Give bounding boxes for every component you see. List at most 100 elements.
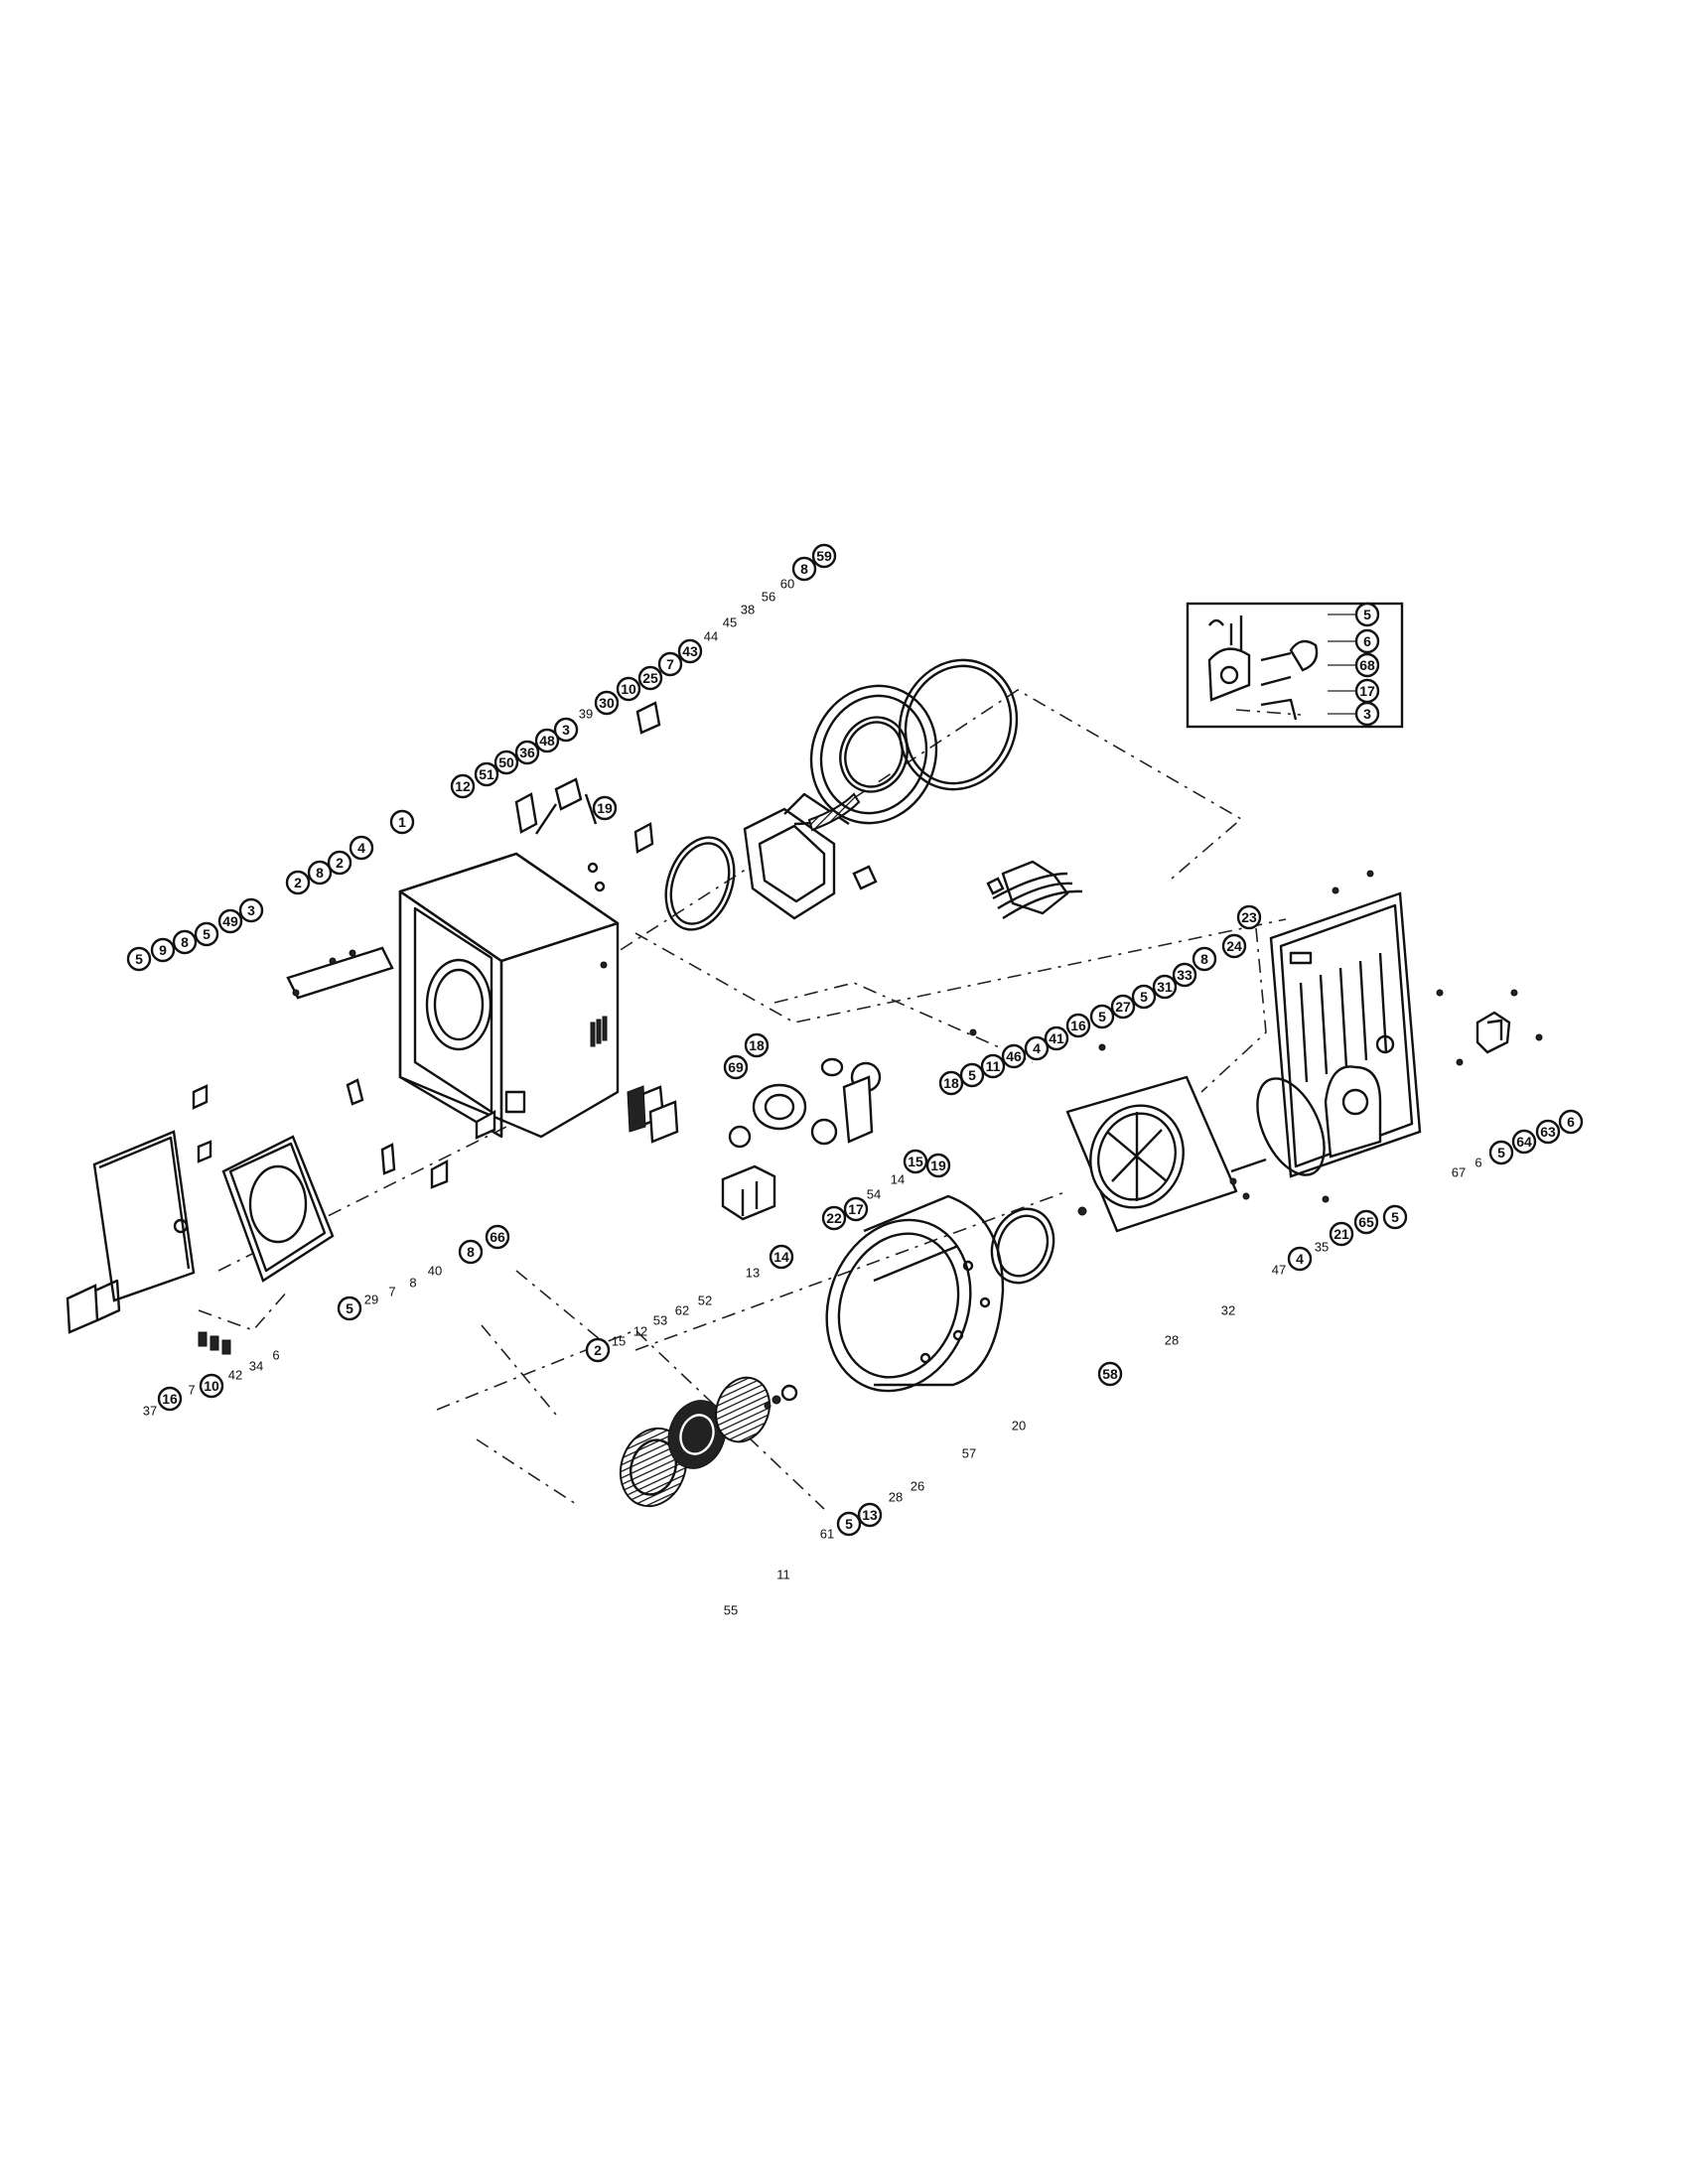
callout-label: 5 — [968, 1067, 976, 1083]
callout-14: 14 — [769, 1244, 794, 1270]
callout-label: 21 — [1333, 1226, 1349, 1242]
callout-30: 30 — [594, 690, 620, 716]
callout-label: 39 — [579, 707, 593, 722]
callout-bubble — [238, 897, 264, 923]
callout-3: 3 — [1328, 701, 1380, 727]
callout-bubble — [677, 638, 703, 664]
wiring-harness — [852, 860, 1083, 920]
callout-bubble — [172, 929, 198, 955]
callout-44: 44 — [704, 629, 718, 644]
callout-16: 16 — [157, 1386, 183, 1412]
callout-8: 8 — [791, 556, 817, 582]
callout-label: 56 — [762, 590, 775, 605]
callout-bubble — [1488, 1140, 1514, 1165]
callout-bubble — [1001, 1043, 1027, 1069]
callout-35: 35 — [1315, 1240, 1329, 1255]
callout-bubble — [843, 1196, 869, 1222]
callout-45: 45 — [723, 615, 737, 630]
callout-17: 17 — [843, 1196, 869, 1222]
callout-label: 6 — [272, 1348, 279, 1363]
callout-19: 19 — [925, 1153, 951, 1178]
callout-5: 5 — [1488, 1140, 1514, 1165]
callout-label: 46 — [1006, 1048, 1022, 1064]
callout-label: 17 — [848, 1201, 864, 1217]
callout-label: 53 — [653, 1313, 667, 1328]
drum — [825, 1194, 1005, 1393]
callout-bubble — [485, 1224, 510, 1250]
callout-bubble — [514, 740, 540, 765]
callout-bubble — [1024, 1035, 1050, 1061]
callout-label: 37 — [143, 1404, 157, 1419]
callout-label: 5 — [845, 1516, 853, 1532]
callout-bubble — [1236, 904, 1262, 930]
callout-bubble — [585, 1337, 611, 1363]
callout-layer: 5986056384544437251030393483650511219142… — [126, 543, 1584, 1618]
callout-41: 41 — [1044, 1025, 1069, 1051]
callout-label: 22 — [826, 1210, 842, 1226]
callout-bubble — [1353, 1209, 1379, 1235]
callout-label: 3 — [562, 722, 570, 738]
callout-label: 13 — [862, 1507, 878, 1523]
callout-label: 7 — [388, 1285, 395, 1299]
callout-label: 1 — [398, 814, 406, 830]
callout-label: 3 — [247, 902, 255, 918]
callout-59: 59 — [811, 543, 837, 569]
callout-14: 14 — [891, 1172, 905, 1187]
callout-label: 57 — [962, 1446, 976, 1461]
callout-21: 21 — [1329, 1221, 1354, 1247]
callout-8: 8 — [458, 1239, 484, 1265]
callout-label: 38 — [741, 603, 755, 617]
callout-9: 9 — [150, 937, 176, 963]
callout-label: 63 — [1540, 1124, 1556, 1140]
rear-gasket — [1256, 1077, 1326, 1176]
callout-label: 13 — [746, 1266, 760, 1281]
drum-seal — [990, 1207, 1055, 1285]
callout-20: 20 — [1012, 1419, 1026, 1433]
callout-label: 68 — [1359, 657, 1375, 673]
callout-label: 5 — [1497, 1145, 1505, 1160]
callout-8: 8 — [172, 929, 198, 955]
callout-label: 11 — [986, 1058, 1001, 1074]
callout-3: 3 — [238, 897, 264, 923]
callout-18: 18 — [938, 1070, 964, 1096]
callout-37: 37 — [143, 1404, 157, 1419]
callout-bubble — [1511, 1129, 1537, 1155]
callout-label: 33 — [1177, 967, 1193, 983]
callout-18: 18 — [744, 1032, 770, 1058]
callout-16: 16 — [1065, 1013, 1091, 1038]
callout-bubble — [744, 1032, 770, 1058]
door-gasket — [664, 836, 736, 931]
callout-63: 63 — [1535, 1119, 1561, 1145]
callout-label: 28 — [1165, 1333, 1179, 1348]
callout-bubble — [616, 676, 641, 702]
callout-bubble — [157, 1386, 183, 1412]
callout-bubble — [959, 1062, 985, 1088]
callout-label: 5 — [1140, 989, 1148, 1005]
callout-39: 39 — [579, 707, 593, 722]
callout-label: 31 — [1157, 979, 1173, 995]
callout-33: 33 — [1172, 962, 1197, 988]
callout-label: 2 — [294, 875, 302, 890]
callout-53: 53 — [653, 1313, 667, 1328]
callout-47: 47 — [1272, 1263, 1286, 1278]
callout-5: 5 — [1382, 1204, 1408, 1230]
callout-bubble — [1110, 994, 1136, 1020]
callout-label: 36 — [519, 745, 535, 760]
callout-23: 23 — [1236, 904, 1262, 930]
callout-label: 12 — [633, 1324, 647, 1339]
callout-label: 27 — [1115, 999, 1131, 1015]
callout-label: 17 — [1359, 683, 1375, 699]
callout-2: 2 — [585, 1337, 611, 1363]
callout-bubble — [1535, 1119, 1561, 1145]
callout-bubble — [1354, 701, 1380, 727]
callout-bubble — [327, 850, 352, 876]
callout-bubble — [980, 1053, 1006, 1079]
callout-46: 46 — [1001, 1043, 1027, 1069]
callout-2: 2 — [285, 870, 311, 895]
callout-label: 5 — [1391, 1209, 1399, 1225]
callout-12: 12 — [450, 773, 476, 799]
callout-5: 5 — [194, 921, 219, 947]
callout-5: 5 — [1328, 602, 1380, 627]
callout-label: 23 — [1241, 909, 1257, 925]
